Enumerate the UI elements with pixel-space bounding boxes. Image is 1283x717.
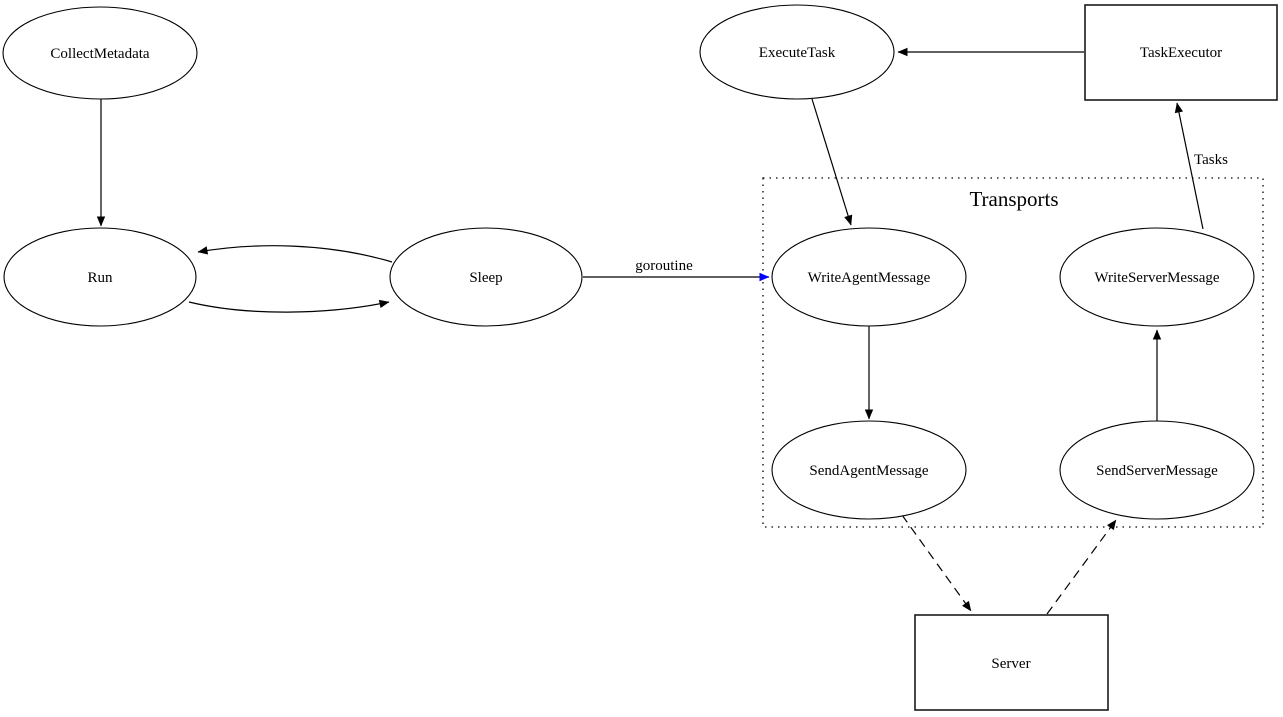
cluster-transports-label: Transports bbox=[969, 187, 1058, 211]
node-writeservermessage-label: WriteServerMessage bbox=[1094, 270, 1220, 286]
node-run-label: Run bbox=[87, 270, 113, 286]
node-writeagentmessage-label: WriteAgentMessage bbox=[808, 270, 931, 286]
node-sleep: Sleep bbox=[389, 227, 583, 327]
edge-sendagentmessage-server bbox=[901, 514, 972, 612]
cluster-transports: Transports bbox=[762, 177, 1264, 528]
node-collectmetadata-label: CollectMetadata bbox=[50, 46, 149, 62]
node-run: Run bbox=[3, 227, 197, 327]
node-sendservermessage-shape bbox=[1059, 420, 1255, 520]
node-executetask-shape bbox=[699, 4, 895, 100]
node-taskexecutor-shape bbox=[1084, 4, 1278, 101]
edge-label-goroutine: goroutine bbox=[635, 258, 693, 274]
edge-executetask-writeagentmessage bbox=[811, 98, 853, 226]
node-collectmetadata: CollectMetadata bbox=[2, 6, 198, 100]
node-writeagentmessage-shape bbox=[771, 227, 967, 327]
edge-sleep-run bbox=[197, 245, 393, 263]
node-taskexecutor-label: TaskExecutor bbox=[1140, 45, 1222, 61]
node-taskexecutor: TaskExecutor bbox=[1084, 4, 1278, 101]
node-run-shape bbox=[3, 227, 197, 327]
edge-label-tasks: Tasks bbox=[1194, 152, 1228, 168]
node-server-label: Server bbox=[991, 656, 1030, 672]
node-server-shape bbox=[914, 614, 1109, 711]
node-sendagentmessage: SendAgentMessage bbox=[771, 420, 967, 520]
edge-server-sendservermessage bbox=[1046, 519, 1117, 615]
node-executetask-label: ExecuteTask bbox=[759, 45, 836, 61]
edge-writeservermessage-taskexecutor bbox=[1174, 102, 1204, 230]
node-sleep-label: Sleep bbox=[469, 270, 502, 286]
node-sendservermessage-label: SendServerMessage bbox=[1096, 463, 1218, 479]
node-executetask: ExecuteTask bbox=[699, 4, 895, 100]
edge-run-sleep bbox=[188, 299, 390, 313]
node-sendagentmessage-label: SendAgentMessage bbox=[809, 463, 928, 479]
node-writeservermessage-shape bbox=[1059, 227, 1255, 327]
node-collectmetadata-shape bbox=[2, 6, 198, 100]
cluster-transports-border bbox=[762, 177, 1264, 528]
node-server: Server bbox=[914, 614, 1109, 711]
node-writeservermessage: WriteServerMessage bbox=[1059, 227, 1255, 327]
node-sendagentmessage-shape bbox=[771, 420, 967, 520]
node-writeagentmessage: WriteAgentMessage bbox=[771, 227, 967, 327]
node-sleep-shape bbox=[389, 227, 583, 327]
node-sendservermessage: SendServerMessage bbox=[1059, 420, 1255, 520]
